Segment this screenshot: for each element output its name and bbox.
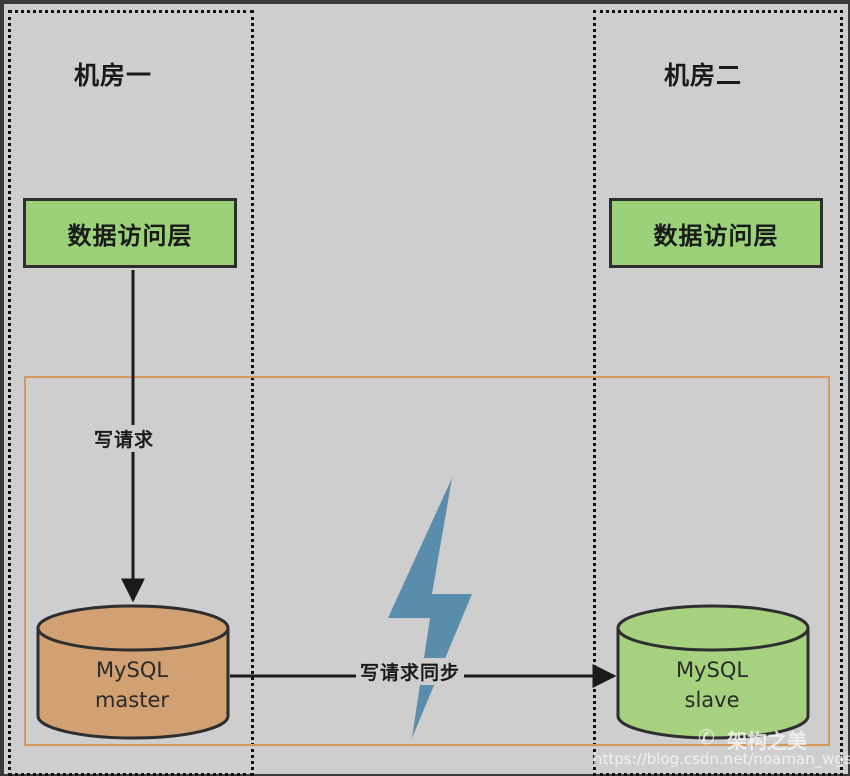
room-1-title: 机房一 bbox=[74, 61, 153, 90]
watermark-url: https://blog.csdn.net/noaman_wgs bbox=[593, 750, 850, 768]
watermark-brand: 架构之美 bbox=[727, 729, 807, 753]
room-2-title: 机房二 bbox=[664, 61, 743, 90]
mysql-master-line1: MySQL bbox=[95, 658, 169, 682]
mysql-master-cylinder bbox=[36, 604, 230, 740]
lightning-bolt-icon bbox=[388, 478, 472, 738]
data-access-layer-1: 数据访问层 bbox=[23, 198, 237, 268]
data-access-layer-2: 数据访问层 bbox=[609, 198, 823, 268]
write-request-label: 写请求 bbox=[90, 425, 159, 452]
write-sync-label: 写请求同步 bbox=[356, 658, 465, 685]
mysql-slave-line1: MySQL bbox=[675, 658, 749, 682]
mysql-master-line2: master bbox=[94, 688, 170, 712]
sync-zone-boundary bbox=[24, 376, 830, 746]
room-1-boundary bbox=[8, 10, 254, 776]
room-2-boundary bbox=[593, 10, 843, 776]
mysql-slave-cylinder bbox=[616, 604, 810, 740]
wechat-icon: ✆ bbox=[698, 725, 715, 749]
mysql-slave-label: MySQL slave bbox=[622, 655, 802, 715]
mysql-slave-line2: slave bbox=[684, 688, 740, 712]
mysql-master-label: MySQL master bbox=[42, 655, 222, 715]
